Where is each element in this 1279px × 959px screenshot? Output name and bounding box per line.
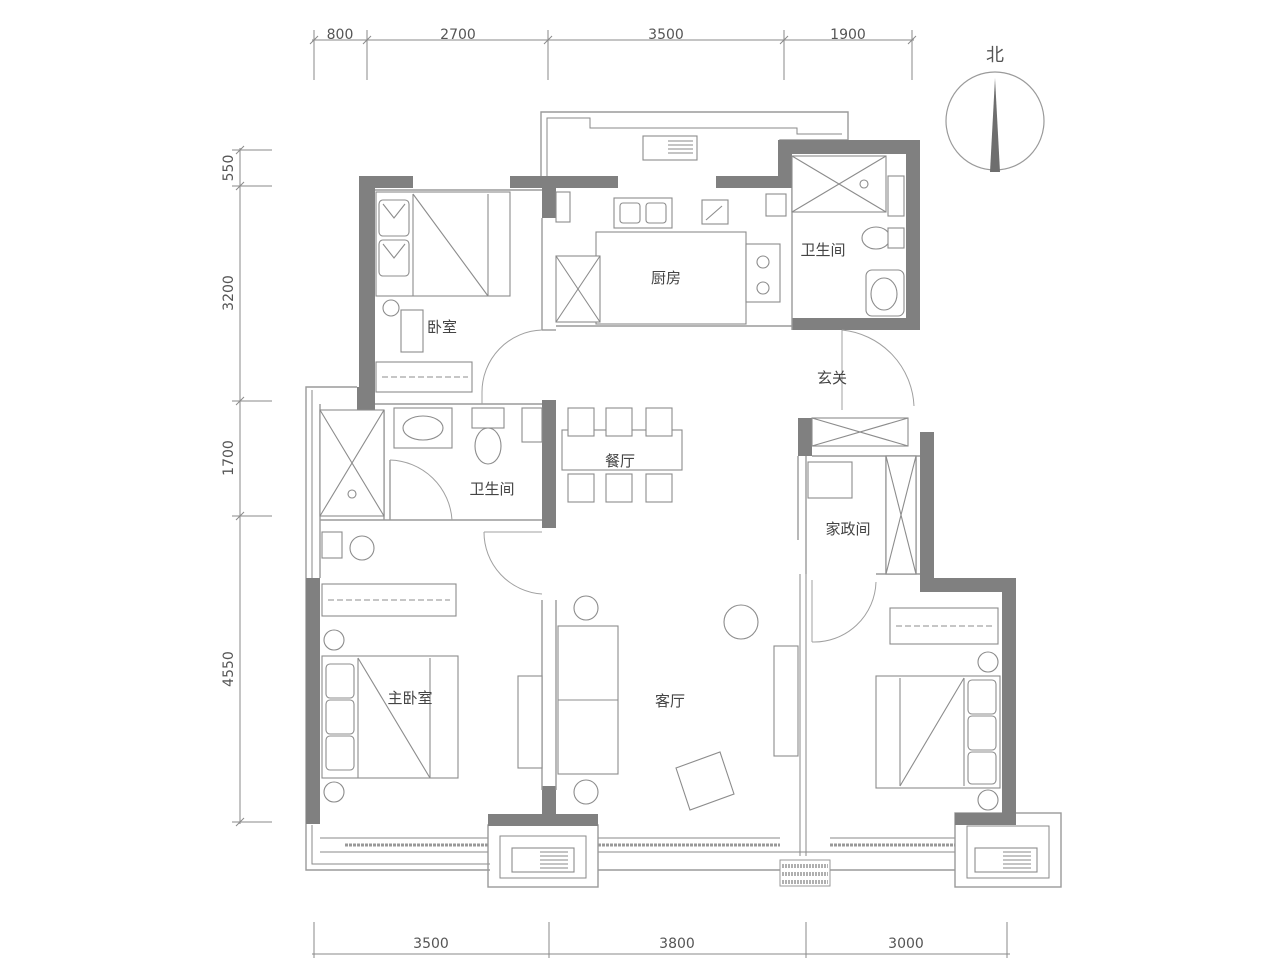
dim-left-1: 550: [221, 155, 237, 182]
dim-bottom-1: 3500: [413, 936, 449, 952]
compass: 北: [945, 45, 1045, 172]
dim-bottom-3: 3000: [888, 936, 924, 952]
label-bathroom-middle: 卫生间: [469, 480, 514, 498]
dim-left-2: 3200: [221, 275, 237, 311]
label-bathroom-north: 卫生间: [800, 241, 845, 259]
north-arrow-icon: [990, 78, 1000, 172]
living-room-furniture: [557, 595, 799, 811]
dimension-left: 550 3200 1700 4550: [221, 145, 272, 827]
bathroom-middle-furniture: [319, 407, 543, 517]
label-housekeeping: 家政间: [825, 520, 870, 538]
label-entrance: 玄关: [817, 369, 847, 387]
dim-top-3: 3500: [648, 27, 684, 43]
dimension-top: 800 2700 3500 1900: [309, 27, 917, 80]
compass-north-label: 北: [986, 45, 1004, 66]
dim-top-2: 2700: [440, 27, 476, 43]
dim-left-4: 4550: [221, 651, 237, 687]
walls: [306, 140, 1016, 826]
housekeeping-furniture: [807, 417, 917, 575]
label-master-bedroom: 主卧室: [387, 689, 432, 707]
bedroom-furniture: [375, 191, 511, 393]
label-living-room: 客厅: [655, 692, 685, 710]
bathroom-north-furniture: [791, 155, 905, 317]
doors: [389, 329, 915, 643]
kitchen-furniture: [555, 191, 787, 325]
label-dining: 餐厅: [605, 452, 635, 470]
dining-furniture: [561, 407, 683, 503]
label-kitchen: 厨房: [651, 269, 681, 287]
se-bedroom-furniture: [875, 607, 1001, 811]
master-bedroom-furniture: [321, 531, 543, 803]
building-outline: [305, 111, 1062, 888]
room-labels: 卧室 厨房 卫生间 玄关 餐厅 卫生间 家政间 主卧室 客厅: [387, 241, 870, 710]
dim-top-1: 800: [327, 27, 354, 43]
dim-left-3: 1700: [221, 440, 237, 476]
dim-bottom-2: 3800: [659, 936, 695, 952]
dim-top-4: 1900: [830, 27, 866, 43]
dimension-bottom: 3500 3800 3000: [312, 922, 1010, 958]
label-bedroom: 卧室: [427, 318, 457, 336]
